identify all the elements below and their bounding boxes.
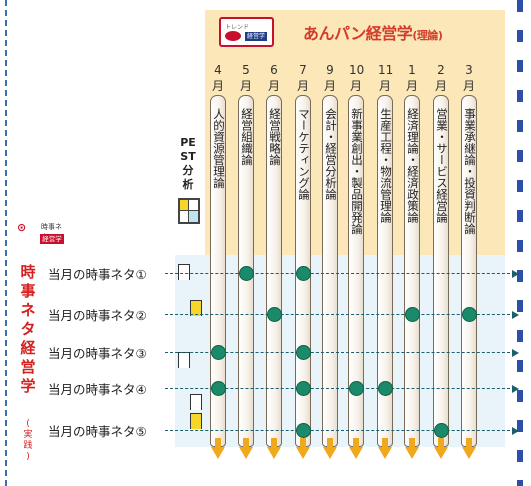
row-dashed-line xyxy=(165,273,510,274)
pest-marker xyxy=(178,264,190,280)
pest-marker xyxy=(190,394,202,410)
month-label: 7 月 xyxy=(296,63,309,93)
down-arrow-stem xyxy=(271,438,277,448)
down-arrow-icon xyxy=(405,447,419,459)
pest-marker xyxy=(190,413,202,429)
right-edge-bars xyxy=(517,0,523,486)
pillar-label: 経営組織論 xyxy=(240,108,254,166)
row-label: 当月の時事ネタ② xyxy=(48,308,147,323)
down-arrow-icon xyxy=(296,447,310,459)
month-label: 10 月 xyxy=(349,63,365,93)
left-dashed-border xyxy=(5,0,7,486)
vertical-title-sub: ( 実 践 ) xyxy=(23,419,33,462)
month-label: 11 月 xyxy=(378,63,394,93)
brand-logo: トレンド 経営学 xyxy=(219,17,274,47)
pillar-label: 事業承継論・投資判断論 xyxy=(463,108,477,235)
down-arrow-stem xyxy=(300,438,306,448)
connection-dot xyxy=(211,381,226,396)
connection-dot xyxy=(296,345,311,360)
row-arrow-icon xyxy=(512,427,519,435)
month-label: 9 月 xyxy=(323,63,336,93)
down-arrow-icon xyxy=(434,447,448,459)
connection-dot xyxy=(296,381,311,396)
down-arrow-stem xyxy=(327,438,333,448)
badge-label: 経営学 xyxy=(40,234,64,244)
diagram-title: あんパン経営学(理論) xyxy=(303,20,443,44)
row-arrow-icon xyxy=(512,349,519,357)
logo-oval-icon xyxy=(225,31,241,41)
down-arrow-icon xyxy=(349,447,363,459)
row-dashed-line xyxy=(165,314,510,315)
down-arrow-icon xyxy=(267,447,281,459)
pillar-label: 新事業創出・製品開発論 xyxy=(350,108,364,235)
pillar-label: マーケティング論 xyxy=(297,108,311,200)
diagram-title-sub: (理論) xyxy=(412,29,443,42)
row-arrow-icon xyxy=(512,311,519,319)
month-label: 6 月 xyxy=(267,63,280,93)
jiji-neta-badge: ⊙ 時事ネタ 経営学 xyxy=(17,221,65,245)
vertical-title: 時 事 ネ タ 経 営 学 xyxy=(20,263,36,395)
connection-dot xyxy=(378,381,393,396)
down-arrow-stem xyxy=(466,438,472,448)
month-label: 2 月 xyxy=(434,63,447,93)
practice-area xyxy=(175,255,505,447)
connection-dot xyxy=(239,266,254,281)
pillar-label: 会計・経営分析論 xyxy=(324,108,338,200)
connection-dot xyxy=(462,307,477,322)
pillar-label: 営業・サービス経営論 xyxy=(435,108,449,223)
row-arrow-icon xyxy=(512,385,519,393)
row-label: 当月の時事ネタ③ xyxy=(48,346,147,361)
connection-dot xyxy=(434,423,449,438)
down-arrow-icon xyxy=(239,447,253,459)
down-arrow-stem xyxy=(215,438,221,448)
pest-grid-icon xyxy=(178,198,200,224)
pest-marker xyxy=(178,352,190,368)
connection-dot xyxy=(405,307,420,322)
month-label: 4 月 xyxy=(211,63,224,93)
connection-dot xyxy=(349,381,364,396)
down-arrow-icon xyxy=(211,447,225,459)
connection-dot xyxy=(211,345,226,360)
row-dashed-line xyxy=(165,352,510,353)
logo-badge: 経営学 xyxy=(245,32,267,41)
down-arrow-stem xyxy=(382,438,388,448)
connection-dot xyxy=(267,307,282,322)
pillar-label: 人的資源管理論 xyxy=(212,108,226,189)
month-label: 5 月 xyxy=(239,63,252,93)
row-arrow-icon xyxy=(512,270,519,278)
down-arrow-icon xyxy=(462,447,476,459)
pest-marker xyxy=(190,300,202,316)
badge-icon: ⊙ xyxy=(17,221,27,234)
month-label: 1 月 xyxy=(405,63,418,93)
logo-caption: トレンド xyxy=(225,24,250,31)
month-label: 3 月 xyxy=(462,63,475,93)
down-arrow-icon xyxy=(378,447,392,459)
down-arrow-stem xyxy=(409,438,415,448)
connection-dot xyxy=(296,423,311,438)
diagram-title-main: あんパン経営学 xyxy=(303,24,413,43)
pillar-label: 経済理論・経済政策論 xyxy=(406,108,420,223)
row-dashed-line xyxy=(165,430,510,431)
down-arrow-stem xyxy=(438,438,444,448)
down-arrow-icon xyxy=(323,447,337,459)
pillar-label: 経営戦略論 xyxy=(268,108,282,166)
row-label: 当月の時事ネタ⑤ xyxy=(48,424,147,439)
connection-dot xyxy=(296,266,311,281)
pest-analysis-label: PE ST 分 析 xyxy=(180,136,196,191)
row-label: 当月の時事ネタ④ xyxy=(48,382,147,397)
row-dashed-line xyxy=(165,388,510,389)
row-label: 当月の時事ネタ① xyxy=(48,267,147,282)
down-arrow-stem xyxy=(353,438,359,448)
pillar-label: 生産工程・物流管理論 xyxy=(379,108,393,223)
down-arrow-stem xyxy=(243,438,249,448)
